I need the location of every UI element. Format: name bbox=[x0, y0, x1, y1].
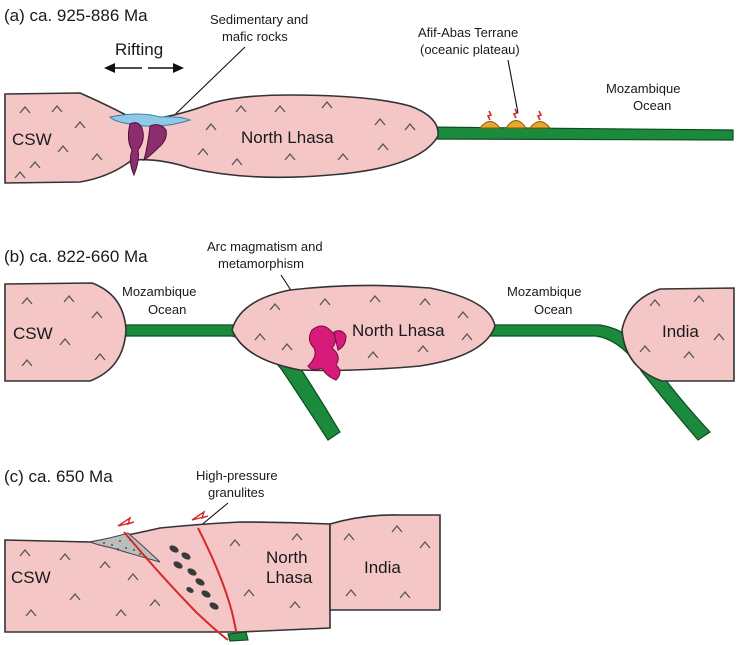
texture-ticks-c bbox=[19, 524, 431, 617]
oceanic-plateau bbox=[478, 108, 552, 129]
csw-label-b: CSW bbox=[13, 324, 53, 343]
terrane-label-line2: (oceanic plateau) bbox=[420, 42, 520, 57]
india-block-b bbox=[621, 287, 735, 382]
mafic-intrusion-2 bbox=[143, 124, 167, 162]
lhasa-label-c: Lhasa bbox=[266, 568, 313, 587]
suture-fault-2 bbox=[197, 527, 239, 641]
csw-label-a: CSW bbox=[12, 130, 52, 149]
north-lhasa-label-a: North Lhasa bbox=[241, 128, 334, 147]
arc-label-line1: Arc magmatism and bbox=[207, 239, 323, 254]
ocean2-label-line2: Ocean bbox=[534, 302, 572, 317]
texture-ticks-b bbox=[21, 294, 725, 367]
arc-magma-lobe bbox=[333, 330, 347, 351]
rift-basin-water bbox=[108, 113, 192, 127]
ocean1-label-line2: Ocean bbox=[148, 302, 186, 317]
mafic-intrusion-1 bbox=[127, 122, 144, 177]
hp-label-line2: granulites bbox=[208, 485, 265, 500]
india-label-b: India bbox=[662, 322, 699, 341]
north-label-c: North bbox=[266, 548, 308, 567]
hp-label-line1: High-pressure bbox=[196, 468, 278, 483]
continent-block-a bbox=[4, 92, 439, 184]
sedimentary-label-line1: Sedimentary and bbox=[210, 12, 308, 27]
panel-c: (c) ca. 650 Ma High-pressure granulites bbox=[4, 467, 441, 642]
rifting-arrows bbox=[104, 63, 184, 73]
ocean-label-line1: Mozambique bbox=[606, 81, 680, 96]
india-label-c: India bbox=[364, 558, 401, 577]
terrane-leader-line bbox=[507, 59, 519, 114]
suture-fault-1 bbox=[123, 531, 229, 641]
csw-label-c: CSW bbox=[11, 568, 51, 587]
oceanic-crust-a bbox=[424, 126, 734, 141]
fault-arrow-2 bbox=[191, 510, 209, 521]
panel-a-title: (a) ca. 925-886 Ma bbox=[4, 6, 148, 25]
csw-block-b bbox=[4, 282, 127, 382]
fault-arrow-1 bbox=[117, 516, 135, 527]
panel-b: (b) ca. 822-660 Ma Arc magmatism and met… bbox=[4, 239, 735, 441]
panel-a: (a) ca. 925-886 Ma Rifting Sedimentary a… bbox=[4, 6, 734, 184]
panel-c-title: (c) ca. 650 Ma bbox=[4, 467, 113, 486]
north-lhasa-block-b bbox=[231, 284, 496, 372]
ocean1-label-line1: Mozambique bbox=[122, 284, 196, 299]
north-lhasa-label-b: North Lhasa bbox=[352, 321, 445, 340]
ocean-label-line2: Ocean bbox=[633, 98, 671, 113]
texture-ticks-a bbox=[14, 100, 416, 179]
rifting-label: Rifting bbox=[115, 40, 163, 59]
panel-b-title: (b) ca. 822-660 Ma bbox=[4, 247, 148, 266]
collision-block-c bbox=[4, 521, 331, 633]
india-block-c bbox=[329, 514, 441, 611]
terrane-label-line1: Afif-Abas Terrane bbox=[418, 25, 518, 40]
arc-label-line2: metamorphism bbox=[218, 256, 304, 271]
ocean2-label-line1: Mozambique bbox=[507, 284, 581, 299]
sedimentary-label-line2: mafic rocks bbox=[222, 29, 288, 44]
hp-granulite-lenses bbox=[169, 545, 219, 610]
oceanic-remnant bbox=[227, 631, 249, 642]
